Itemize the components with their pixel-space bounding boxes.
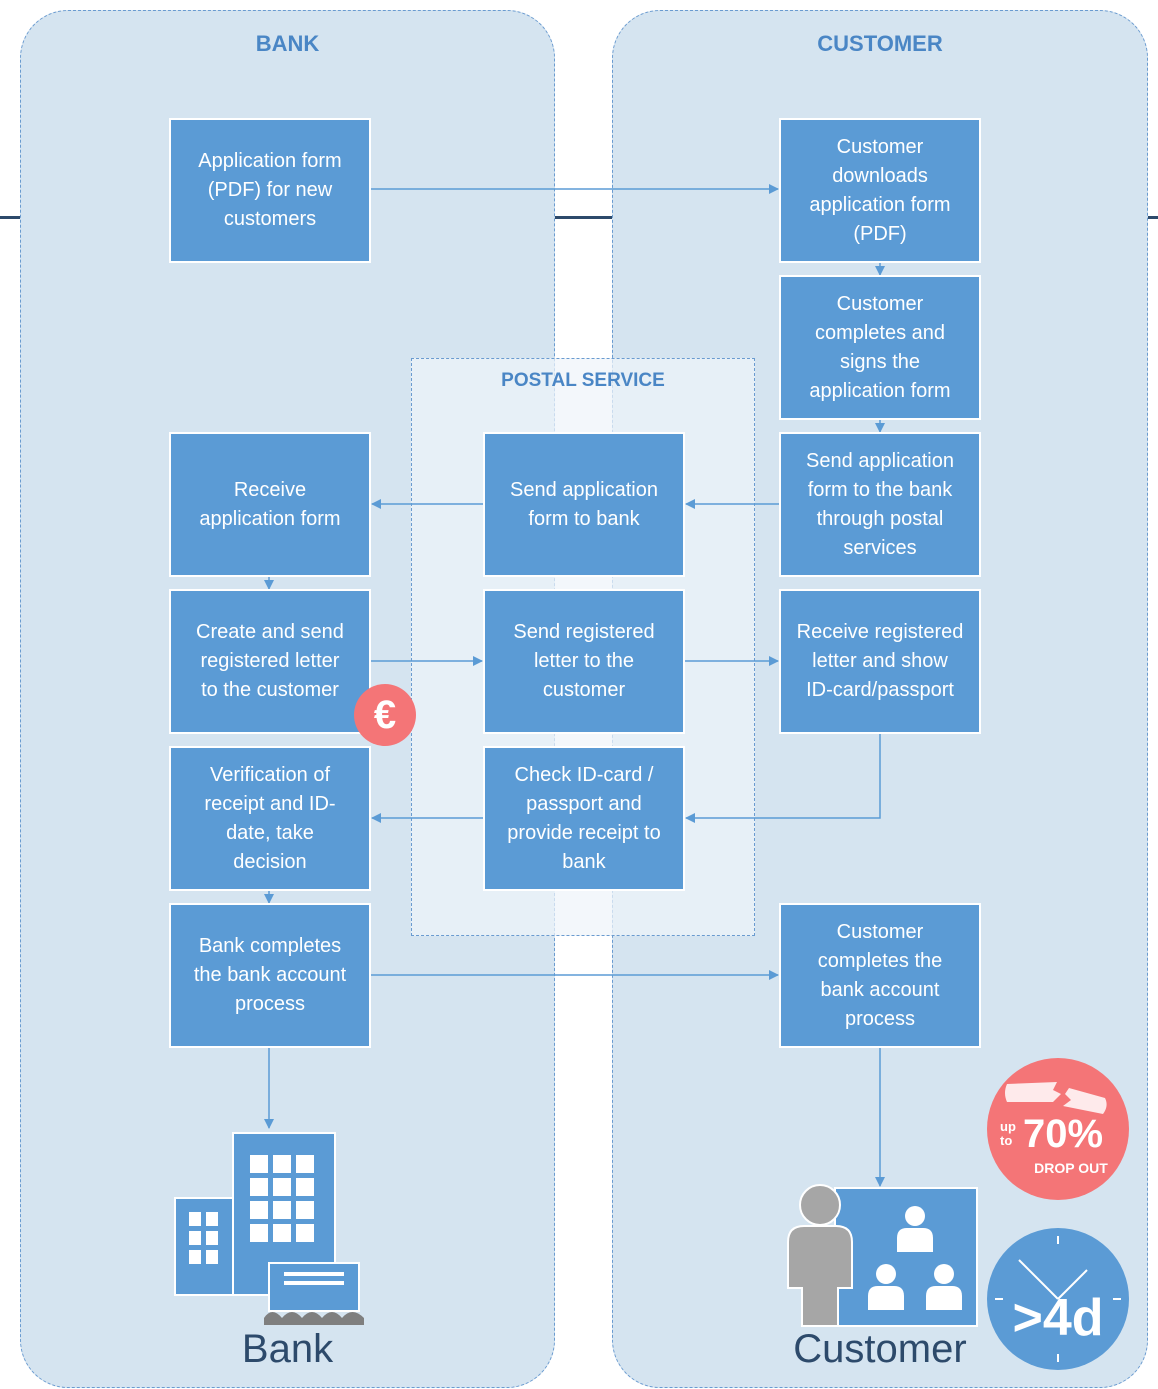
broken-card-icon — [1005, 1082, 1107, 1114]
bank-lane-footer: Bank — [241, 1327, 334, 1371]
dropout-value: 70% — [1023, 1112, 1104, 1156]
euro-cost-icon: € — [354, 684, 416, 746]
dropout-prefix: up to — [1000, 1119, 1016, 1148]
customer-lane-title: CUSTOMER — [817, 31, 943, 56]
duration-value: >4d — [1012, 1289, 1104, 1347]
customer-lane-footer: Customer — [793, 1327, 967, 1371]
postal-service-title: POSTAL SERVICE — [501, 370, 665, 391]
dropout-label: DROP OUT — [1034, 1160, 1108, 1176]
arrow-c4-to-p3 — [685, 733, 881, 823]
separator-line — [555, 216, 612, 219]
clock-icon — [995, 1236, 1121, 1362]
separator-line — [0, 216, 20, 219]
duration-clock-badge: >4d — [987, 1228, 1129, 1370]
separator-line — [1148, 216, 1158, 219]
dropout-badge: up to 70% DROP OUT — [987, 1058, 1129, 1200]
bank-lane-title: BANK — [255, 31, 320, 56]
